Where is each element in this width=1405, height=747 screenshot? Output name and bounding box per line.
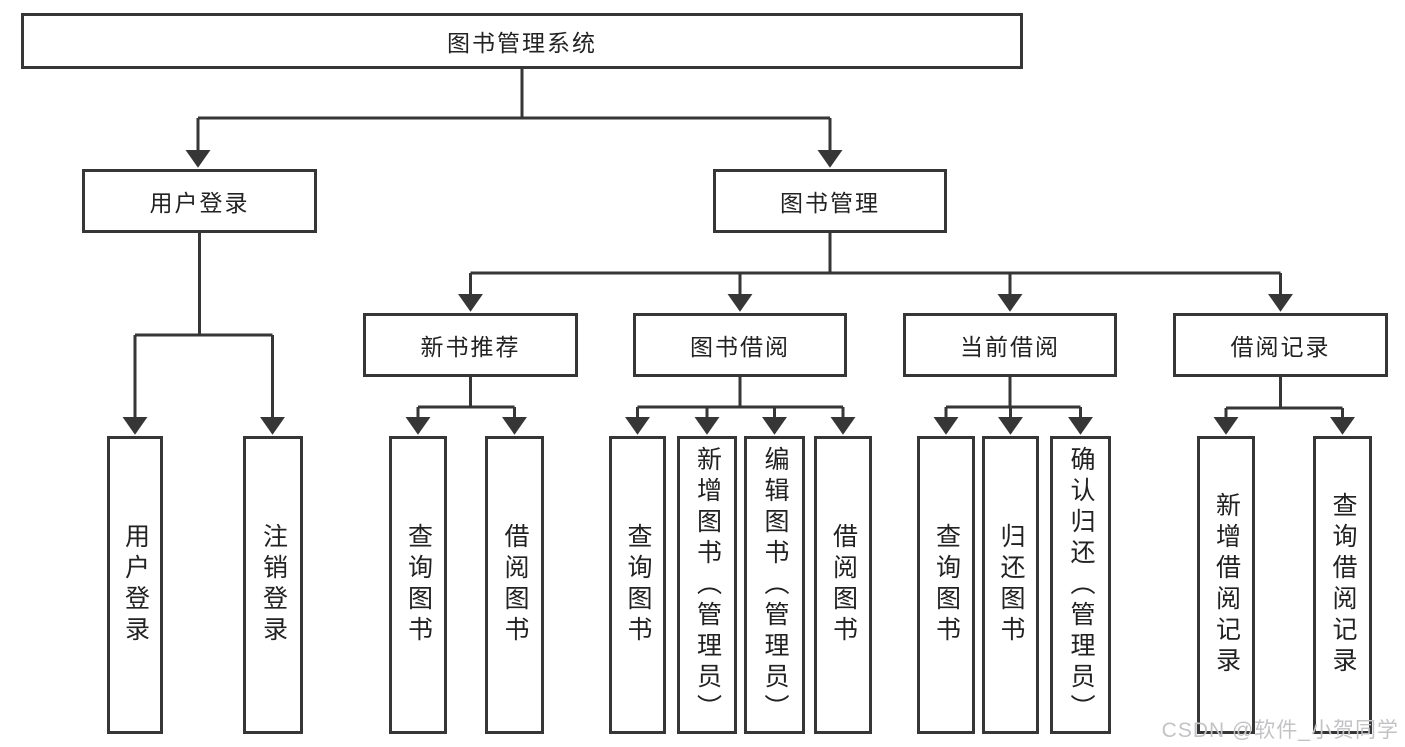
leaf-edit-books-admin: 编辑图书（管理员）: [744, 436, 805, 734]
node-book-borrow-label: 图书借阅: [690, 334, 790, 360]
leaf-user-login: 用户登录: [107, 436, 163, 734]
node-borrow-records: 借阅记录: [1173, 313, 1388, 377]
node-root-label: 图书管理系统: [447, 30, 597, 56]
node-new-book-recommend-label: 新书推荐: [420, 334, 521, 360]
node-current-borrow: 当前借阅: [903, 313, 1117, 377]
leaf-borrow-books: 借阅图书: [814, 436, 872, 734]
node-book-management: 图书管理: [713, 169, 947, 233]
leaf-query-books-recommend: 查询图书: [389, 436, 447, 734]
leaf-logout: 注销登录: [243, 436, 303, 734]
leaf-query-borrow-record-label: 查询借阅记录: [1329, 492, 1357, 678]
leaf-borrow-books-recommend: 借阅图书: [485, 436, 544, 734]
leaf-borrow-books-label: 借阅图书: [829, 523, 858, 647]
leaf-add-books-admin-label: 新增图书（管理员）: [693, 445, 722, 725]
csdn-watermark: CSDN @软件_小贺同学: [1161, 719, 1399, 742]
leaf-add-books-admin: 新增图书（管理员）: [677, 436, 737, 734]
leaf-query-borrow-record: 查询借阅记录: [1313, 436, 1372, 734]
leaf-logout-label: 注销登录: [259, 523, 288, 647]
leaf-query-books-borrow-label: 查询图书: [624, 523, 652, 647]
leaf-query-books-recommend-label: 查询图书: [404, 523, 433, 647]
leaf-confirm-return-admin-label: 确认归还（管理员）: [1067, 445, 1095, 725]
leaf-query-books-current: 查询图书: [917, 436, 975, 734]
leaf-confirm-return-admin: 确认归还（管理员）: [1050, 436, 1111, 734]
leaf-query-books-current-label: 查询图书: [932, 523, 961, 647]
leaf-query-books-borrow: 查询图书: [609, 436, 666, 734]
leaf-return-books-label: 归还图书: [997, 523, 1025, 647]
node-user-login: 用户登录: [82, 169, 317, 233]
node-book-management-label: 图书管理: [780, 190, 880, 216]
node-user-login-label: 用户登录: [149, 190, 250, 216]
leaf-edit-books-admin-label: 编辑图书（管理员）: [761, 445, 789, 725]
leaf-return-books: 归还图书: [982, 436, 1039, 734]
leaf-user-login-label: 用户登录: [121, 523, 150, 647]
leaf-add-borrow-record: 新增借阅记录: [1197, 436, 1255, 734]
leaf-borrow-books-recommend-label: 借阅图书: [501, 523, 529, 647]
node-new-book-recommend: 新书推荐: [363, 313, 578, 377]
node-book-borrow: 图书借阅: [633, 313, 847, 377]
node-root-system: 图书管理系统: [21, 13, 1023, 69]
node-borrow-records-label: 借阅记录: [1230, 334, 1331, 360]
leaf-add-borrow-record-label: 新增借阅记录: [1212, 492, 1241, 678]
node-current-borrow-label: 当前借阅: [960, 334, 1060, 360]
